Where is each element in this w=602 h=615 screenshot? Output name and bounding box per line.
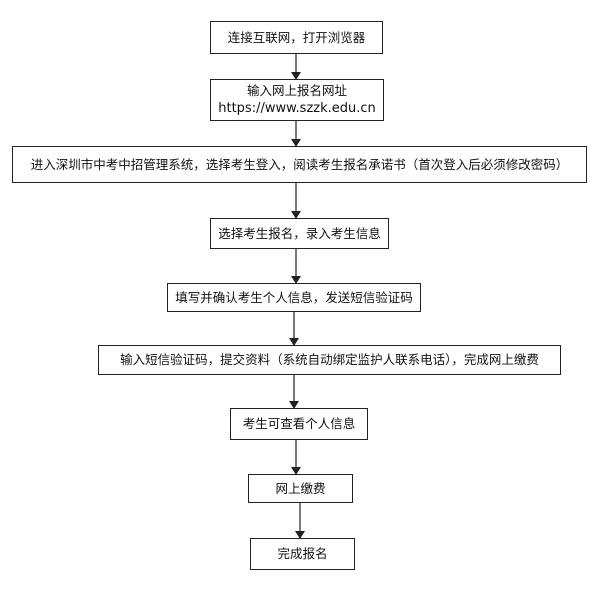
step-label: 选择考生报名，录入考生信息 <box>218 225 381 241</box>
step-label: 连接互联网，打开浏览器 <box>227 29 366 45</box>
step-select-registration: 选择考生报名，录入考生信息 <box>210 218 389 249</box>
step-label: 输入网上报名网址 <box>246 83 347 98</box>
step-label: 填写并确认考生个人信息，发送短信验证码 <box>175 289 413 305</box>
step-label: 完成报名 <box>277 546 328 561</box>
step-login-system: 进入深圳市中考中招管理系统，选择考生登入，阅读考生报名承诺书（首次登入后必须修改… <box>12 146 587 183</box>
step-connect-internet: 连接互联网，打开浏览器 <box>210 21 383 54</box>
step-complete-registration: 完成报名 <box>250 538 355 570</box>
step-url: https://www.szzk.edu.cn <box>218 101 376 116</box>
step-label: 网上缴费 <box>275 480 326 496</box>
step-confirm-info: 填写并确认考生个人信息，发送短信验证码 <box>167 283 421 312</box>
step-enter-url: 输入网上报名网址 https://www.szzk.edu.cn <box>210 79 384 121</box>
step-submit-info: 输入短信验证码，提交资料（系统自动绑定监护人联系电话），完成网上缴费 <box>98 345 561 375</box>
step-online-payment: 网上缴费 <box>248 474 353 503</box>
step-label: 进入深圳市中考中招管理系统，选择考生登入，阅读考生报名承诺书（首次登入后必须修改… <box>30 156 569 172</box>
step-label: 输入短信验证码，提交资料（系统自动绑定监护人联系电话），完成网上缴费 <box>120 352 539 367</box>
step-label: 考生可查看个人信息 <box>242 416 356 431</box>
step-view-info: 考生可查看个人信息 <box>230 408 368 440</box>
